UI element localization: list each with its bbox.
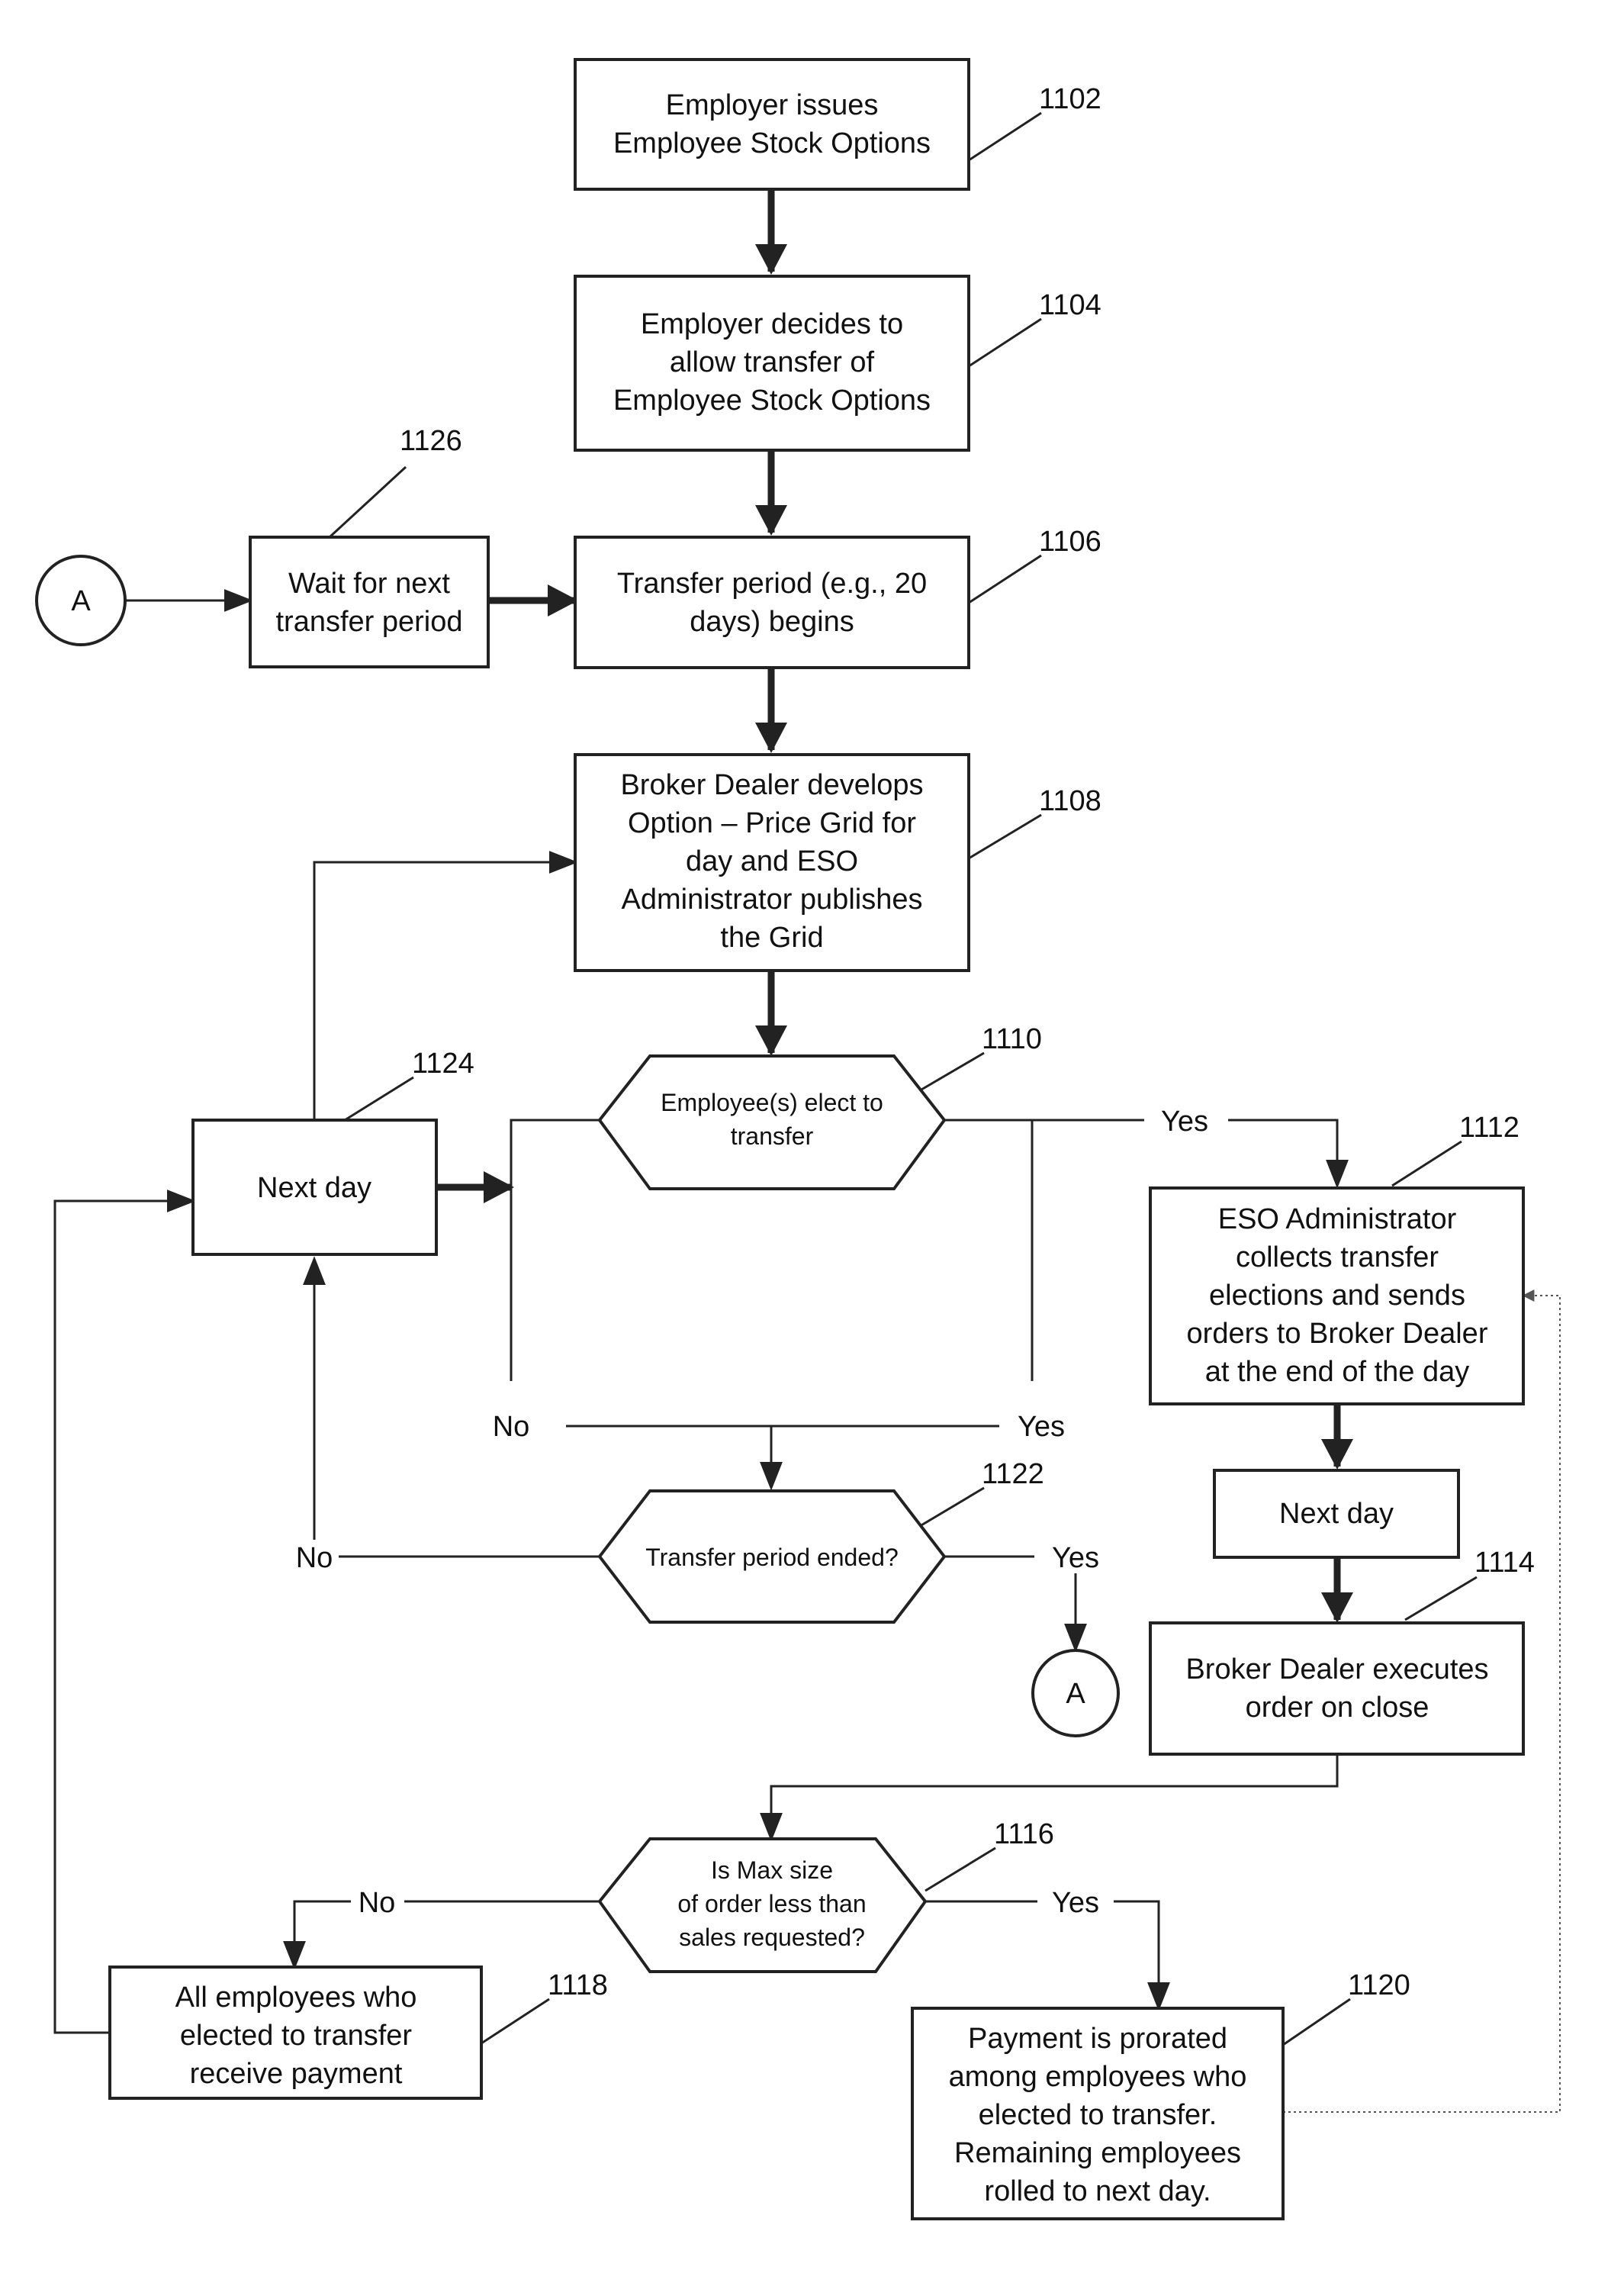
box-1106 (575, 537, 969, 668)
ref-1106: 1106 (1039, 526, 1101, 558)
text-1122: Transfer period ended? (645, 1544, 898, 1571)
text-1124: Next day (257, 1172, 371, 1204)
leader-1104 (969, 319, 1041, 366)
label-1122-yes: Yes (1052, 1542, 1099, 1574)
edge-1116-no-b (294, 1901, 351, 1967)
ref-1108: 1108 (1039, 785, 1101, 817)
label-1122-no: No (296, 1542, 333, 1574)
label-1116-no: No (359, 1887, 396, 1919)
leader-1106 (969, 555, 1041, 603)
ref-1102: 1102 (1039, 83, 1101, 115)
text-nextday2: Next day (1279, 1498, 1394, 1530)
edge-1124-1108 (314, 862, 575, 1120)
ref-1104: 1104 (1039, 289, 1101, 321)
leader-1116 (925, 1848, 995, 1891)
edge-1118-1124 (55, 1201, 193, 2033)
text-1120: Payment is proratedamong employees whoel… (949, 2023, 1247, 2207)
edge-1116-yes-b (1114, 1901, 1159, 2008)
ref-1118: 1118 (548, 1969, 608, 2001)
ref-1116: 1116 (994, 1818, 1054, 1850)
edge-1110-yes-b (1228, 1120, 1337, 1186)
leader-1124 (345, 1077, 413, 1120)
connector-a-left-label: A (71, 585, 91, 617)
ref-1126: 1126 (400, 425, 462, 457)
leader-1120 (1283, 1999, 1350, 2045)
box-1114 (1150, 1623, 1523, 1754)
ref-1124: 1124 (412, 1048, 474, 1080)
connector-a-bottom-label: A (1066, 1678, 1085, 1710)
ref-1112: 1112 (1459, 1112, 1519, 1144)
ref-1110: 1110 (982, 1023, 1042, 1055)
leader-1110 (912, 1053, 984, 1095)
edge-1114-1116 (771, 1754, 1337, 1839)
leader-1112 (1392, 1141, 1462, 1186)
text-1112: ESO Administratorcollects transferelecti… (1187, 1203, 1488, 1388)
leader-1102 (969, 113, 1041, 160)
label-1116-yes: Yes (1052, 1887, 1099, 1919)
leader-1108 (969, 815, 1041, 858)
label-1110-yes-b: Yes (1018, 1411, 1065, 1443)
leader-1126 (330, 467, 406, 537)
leader-1114 (1405, 1577, 1477, 1620)
ref-1114: 1114 (1474, 1547, 1535, 1579)
label-1110-no: No (493, 1411, 530, 1443)
box-1126 (250, 537, 488, 667)
ref-1120: 1120 (1348, 1969, 1410, 2001)
leader-1118 (481, 1999, 549, 2043)
text-1118: All employees whoelected to transferrece… (175, 1982, 417, 2090)
edge-1110-no (511, 1120, 600, 1381)
label-1110-yes: Yes (1161, 1106, 1208, 1138)
leader-1122 (912, 1488, 984, 1531)
box-1102 (575, 60, 969, 189)
ref-1122: 1122 (982, 1458, 1044, 1490)
